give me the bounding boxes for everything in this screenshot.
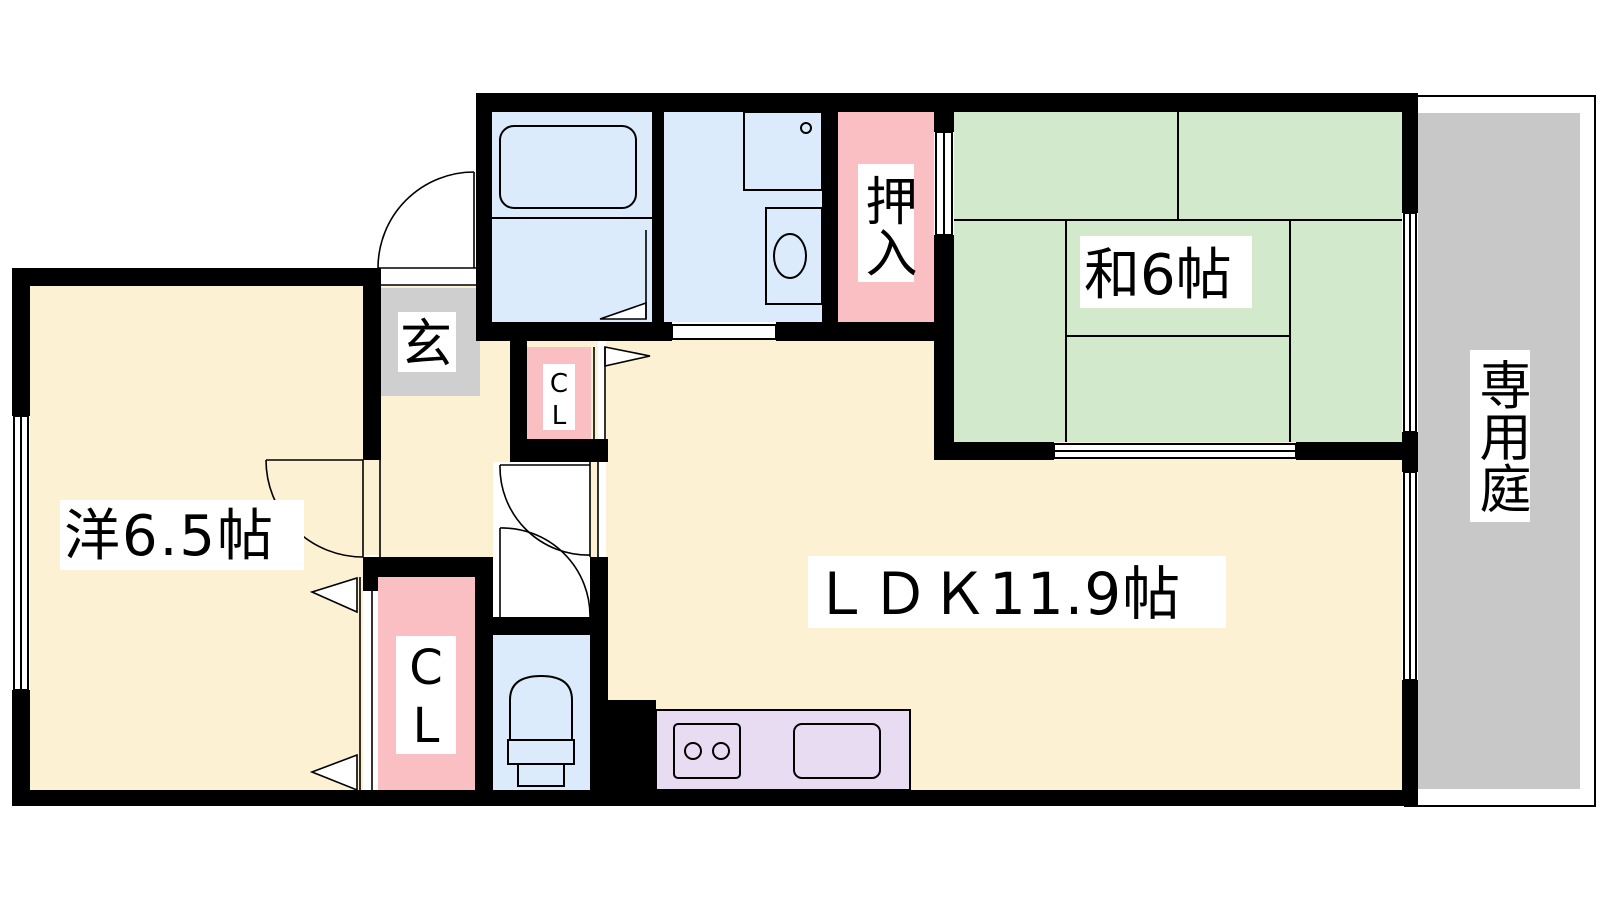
wash-machine-area	[743, 111, 823, 191]
burner-left-icon	[684, 742, 702, 760]
closet-large-label-group: C L	[396, 636, 456, 754]
stove-icon	[673, 723, 741, 779]
entrance-label-group: 玄	[398, 312, 456, 375]
western-room-label-group: 洋6.5帖	[60, 500, 304, 570]
western-room-label: 洋6.5帖	[64, 504, 275, 569]
ldk-label: ＬＤＫ11.9帖	[812, 560, 1181, 628]
toilet-bowl	[509, 674, 573, 741]
japanese-room-label: 和6帖	[1084, 243, 1232, 308]
doors	[265, 171, 651, 792]
toilet-door-area	[493, 462, 590, 635]
walls	[12, 93, 1418, 806]
toilet-base	[517, 763, 565, 787]
oshiire-label-group: 押入	[856, 164, 916, 282]
oshiire-label: 押入	[856, 174, 916, 278]
closet-small-label-l: L	[552, 401, 567, 431]
closet-large-label-l: L	[413, 698, 440, 754]
sink-icon	[773, 233, 807, 279]
closet-small-label-group: C L	[543, 364, 575, 431]
toilet-floor	[493, 635, 590, 790]
bathtub	[499, 125, 637, 209]
closet-large-label-c: C	[409, 640, 443, 696]
ldk-label-group: ＬＤＫ11.9帖	[808, 556, 1226, 628]
entrance-label: 玄	[400, 315, 452, 375]
burner-right-icon	[712, 742, 730, 760]
garden-label-group: 専用庭	[1470, 350, 1530, 522]
sink-counter	[765, 207, 823, 305]
garden-label: 専用庭	[1470, 358, 1530, 514]
closet-small-label-c: C	[550, 369, 568, 399]
kitchen-sink-icon	[793, 723, 881, 779]
japanese-room-label-group: 和6帖	[1080, 236, 1252, 308]
drain-icon	[800, 122, 812, 134]
tatami-lines	[954, 112, 1402, 442]
windows	[13, 131, 1417, 691]
